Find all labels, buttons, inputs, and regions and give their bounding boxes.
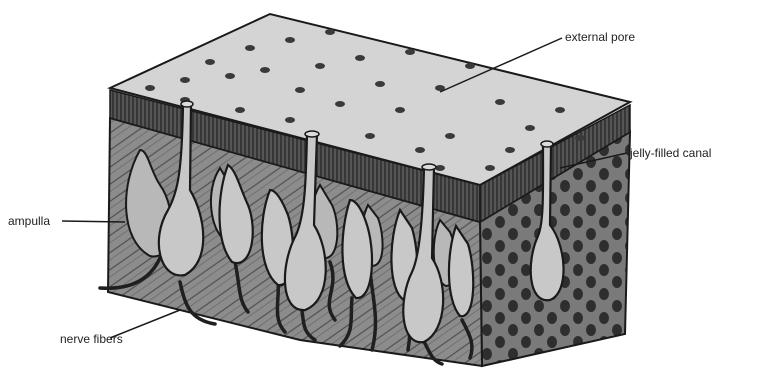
external-pore-label: external pore xyxy=(565,30,635,44)
ampulla-label: ampulla xyxy=(8,214,50,228)
nerve-fibers-label: nerve fibers xyxy=(60,332,123,346)
jelly-filled-canal-label: jelly-filled canal xyxy=(630,146,711,160)
